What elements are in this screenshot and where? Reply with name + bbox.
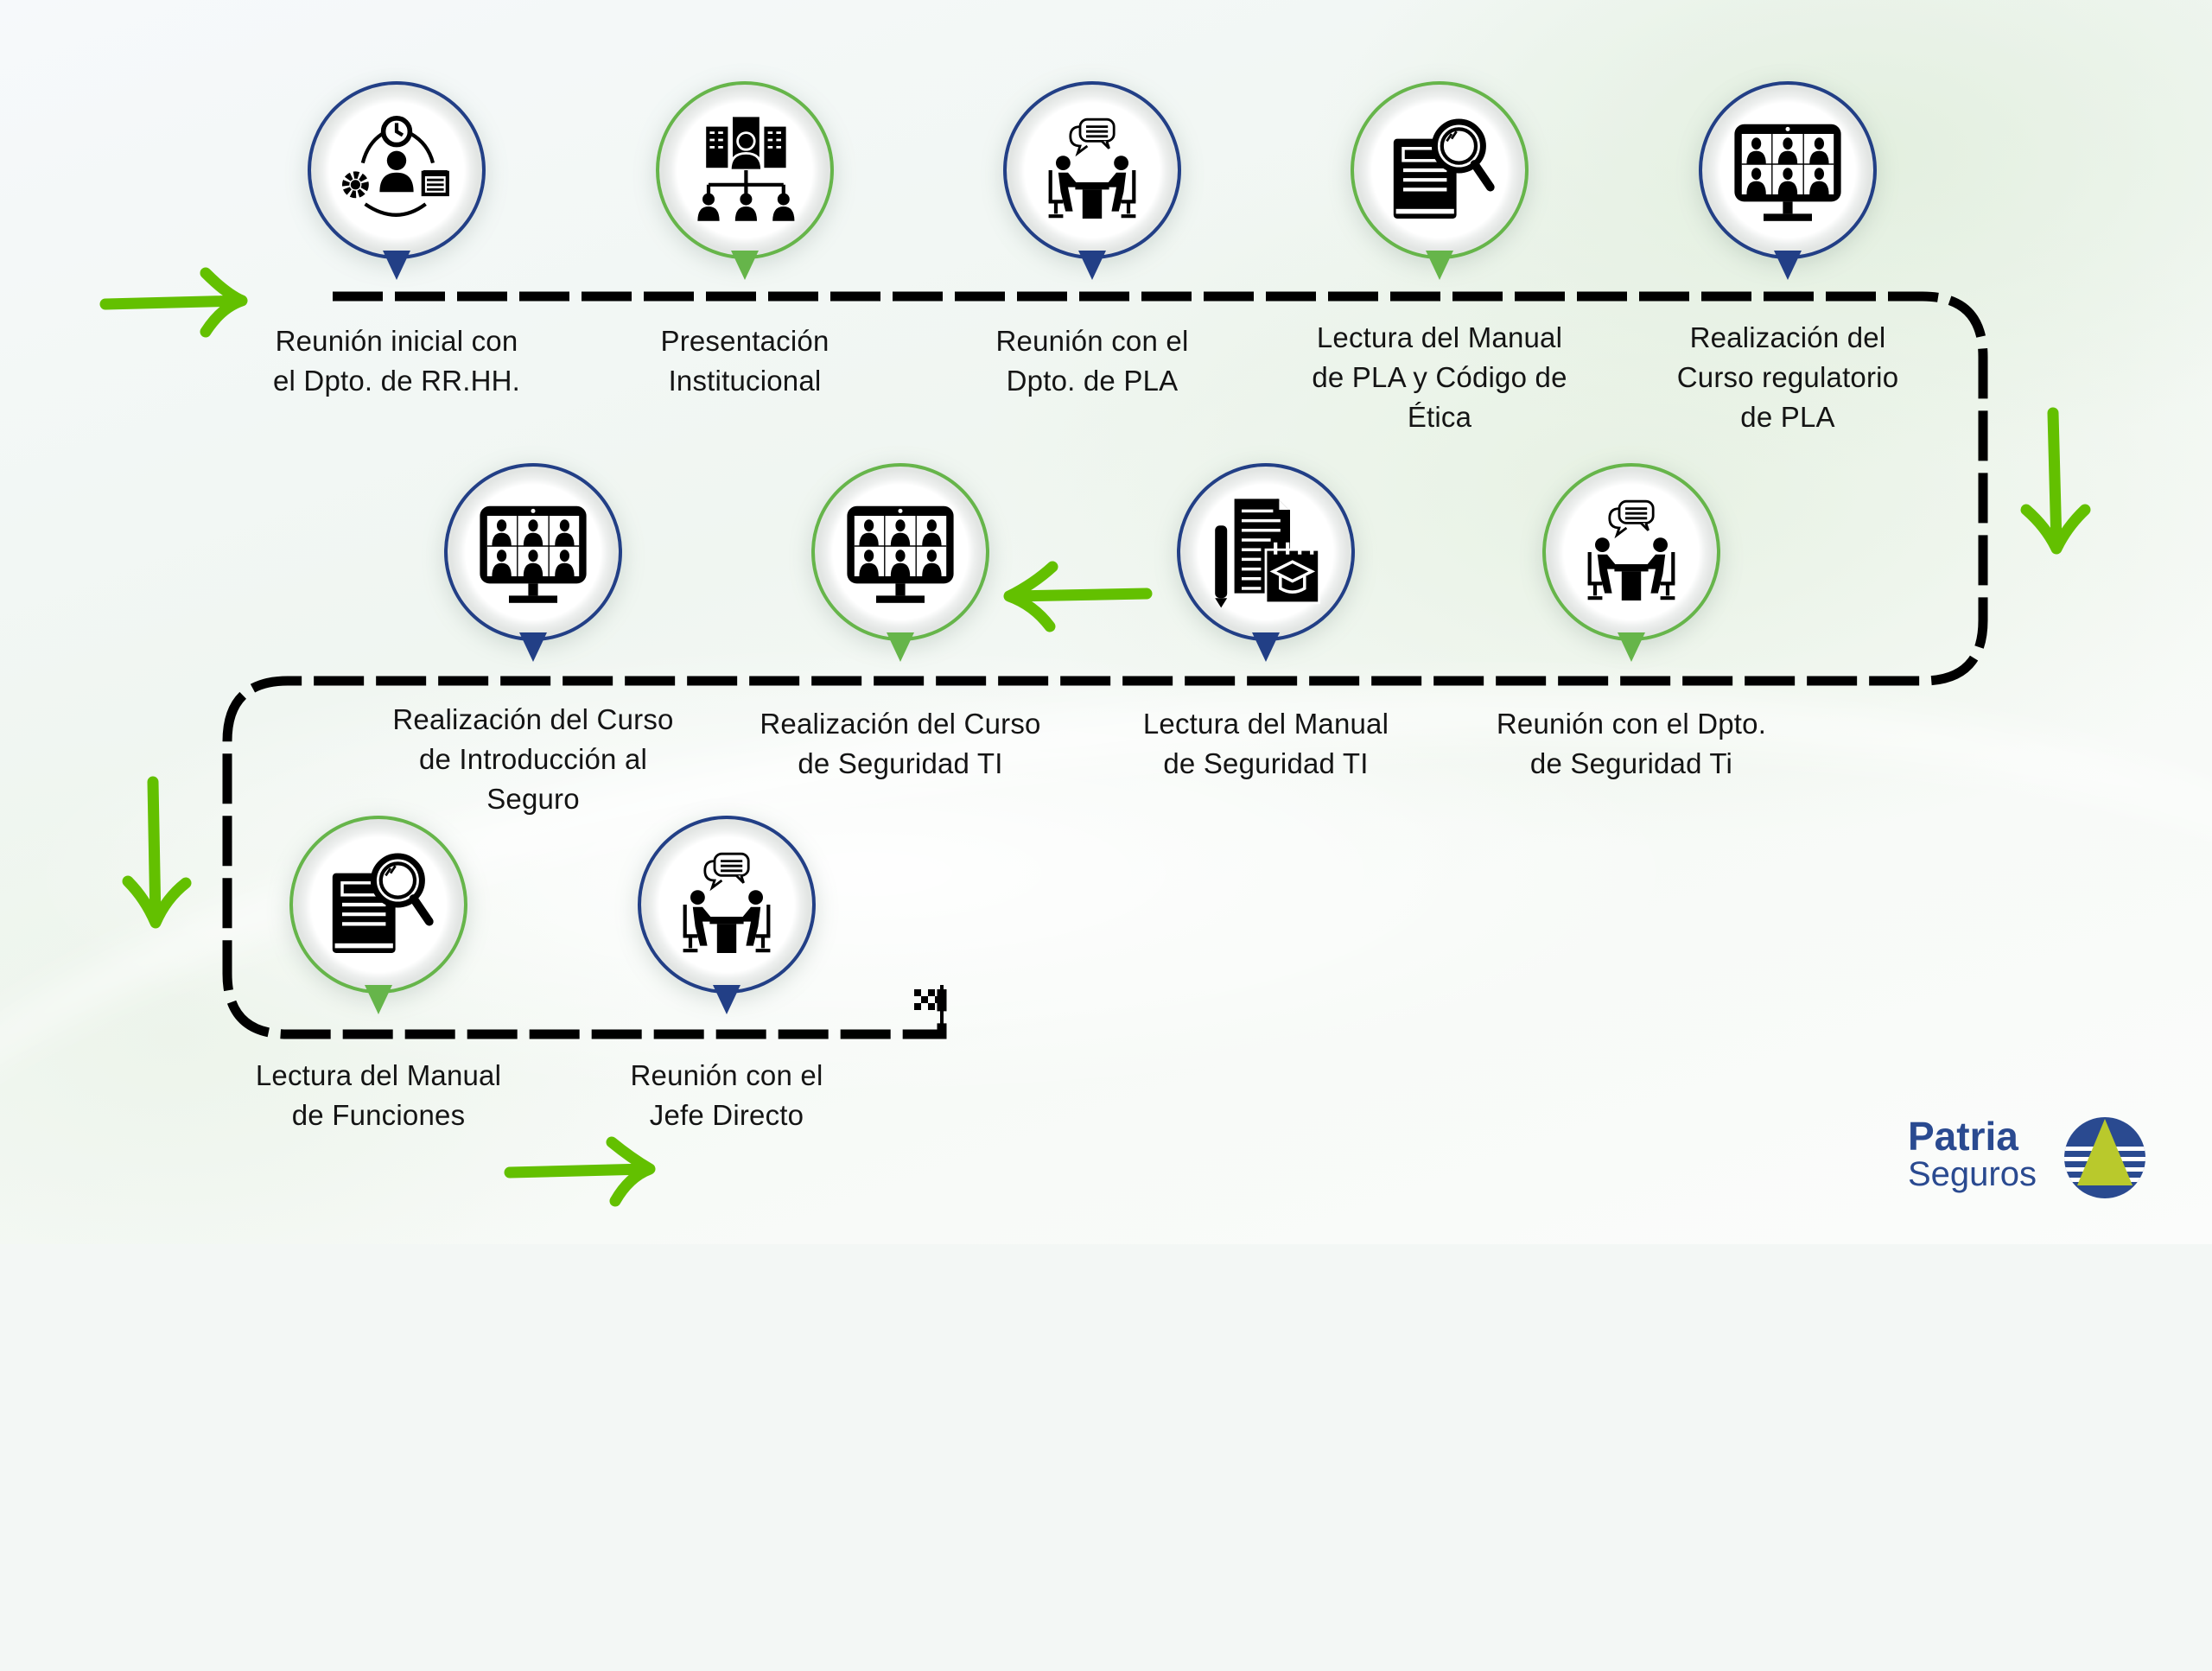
arrow-down-icon [122,776,192,929]
label-line: de PLA y Código de [1312,361,1567,393]
step-3-pin [1003,81,1181,297]
org-chart-icon [684,110,805,231]
label-line: Lectura del Manual [1142,708,1389,740]
label-line: de Funciones [291,1099,466,1131]
logo-emblem-icon [2064,1117,2145,1198]
step-10-label: Lectura del Manual de Funciones [197,1056,560,1135]
document-search-icon [1379,110,1500,231]
logo-name: Patria [1908,1114,2018,1159]
label-line: Institucional [668,365,822,397]
hr-cycle-icon [336,110,457,231]
pin-pointer [1252,632,1280,662]
finish-flag-icon [914,985,944,1037]
arrow-down-icon [2020,407,2091,555]
label-line: Jefe Directo [649,1099,804,1131]
arrow-left-icon [1003,561,1153,632]
pin-pointer [1618,632,1645,662]
step-7-label: Lectura del Manual de Seguridad TI [1084,704,1447,784]
pin-ring [638,816,816,994]
label-line: Realización del Curso [760,708,1041,740]
step-11-pin [638,816,816,1032]
label-line: Realización del Curso [392,703,674,735]
step-1-pin [308,81,486,297]
video-conference-icon [473,492,594,613]
step-2-pin [656,81,834,297]
label-line: Seguro [486,783,580,815]
video-conference-icon [840,492,961,613]
label-line: Realización del [1689,321,1886,353]
pin-pointer [731,251,759,280]
label-line: Reunión con el Dpto. [1496,708,1767,740]
document-search-icon [318,844,439,965]
label-line: Ética [1407,401,1472,433]
label-line: de PLA [1740,401,1835,433]
label-line: de Seguridad TI [798,747,1003,779]
label-line: de Seguridad Ti [1529,747,1733,779]
logo-subtitle: Seguros [1908,1155,2037,1193]
label-line: Reunión con el [630,1059,823,1091]
pin-ring [1542,463,1720,641]
label-line: Presentación [660,325,830,357]
pin-pointer [1774,251,1802,280]
label-line: Reunión inicial con [275,325,518,357]
pin-pointer [519,632,547,662]
pin-pointer [1426,251,1453,280]
pin-ring [1699,81,1877,259]
label-line: Lectura del Manual [1316,321,1563,353]
manual-education-icon [1205,492,1326,613]
label-line: Lectura del Manual [255,1059,502,1091]
step-6-pin [1542,463,1720,679]
label-line: el Dpto. de RR.HH. [272,365,521,397]
arrow-right-icon [99,267,248,338]
step-9-label: Realización del Curso de Introducción al S… [352,700,715,819]
pin-pointer [383,251,410,280]
step-5-pin [1699,81,1877,297]
pin-pointer [365,985,392,1014]
step-4-pin [1351,81,1529,297]
meeting-icon [666,844,787,965]
arrow-right-icon [504,1136,656,1207]
meeting-icon [1571,492,1692,613]
journey-path [222,291,1988,1039]
step-11-label: Reunión con el Jefe Directo [545,1056,908,1135]
pin-pointer [713,985,741,1014]
step-3-label: Reunión con el Dpto. de PLA [911,321,1274,401]
pin-pointer [1078,251,1106,280]
step-8-label: Realización del Curso de Seguridad TI [719,704,1082,784]
label-line: Curso regulatorio [1676,361,1899,393]
step-6-label: Reunión con el Dpto. de Seguridad Ti [1450,704,1813,784]
step-10-pin [289,816,467,1032]
journey-path-layer [99,267,2091,1207]
label-line: Reunión con el [995,325,1189,357]
label-line: de Seguridad TI [1163,747,1369,779]
label-line: de Introducción al [418,743,648,775]
step-4-label: Lectura del Manual de PLA y Código de Étic… [1258,318,1621,437]
step-1-label: Reunión inicial con el Dpto. de RR.HH. [215,321,578,401]
step-7-pin [1177,463,1355,679]
step-8-pin [811,463,989,679]
label-line: Dpto. de PLA [1006,365,1179,397]
step-9-pin [444,463,622,679]
pin-pointer [887,632,914,662]
patria-seguros-logo: Patria Seguros [1908,1115,2150,1201]
meeting-icon [1032,110,1153,231]
video-conference-icon [1727,110,1848,231]
